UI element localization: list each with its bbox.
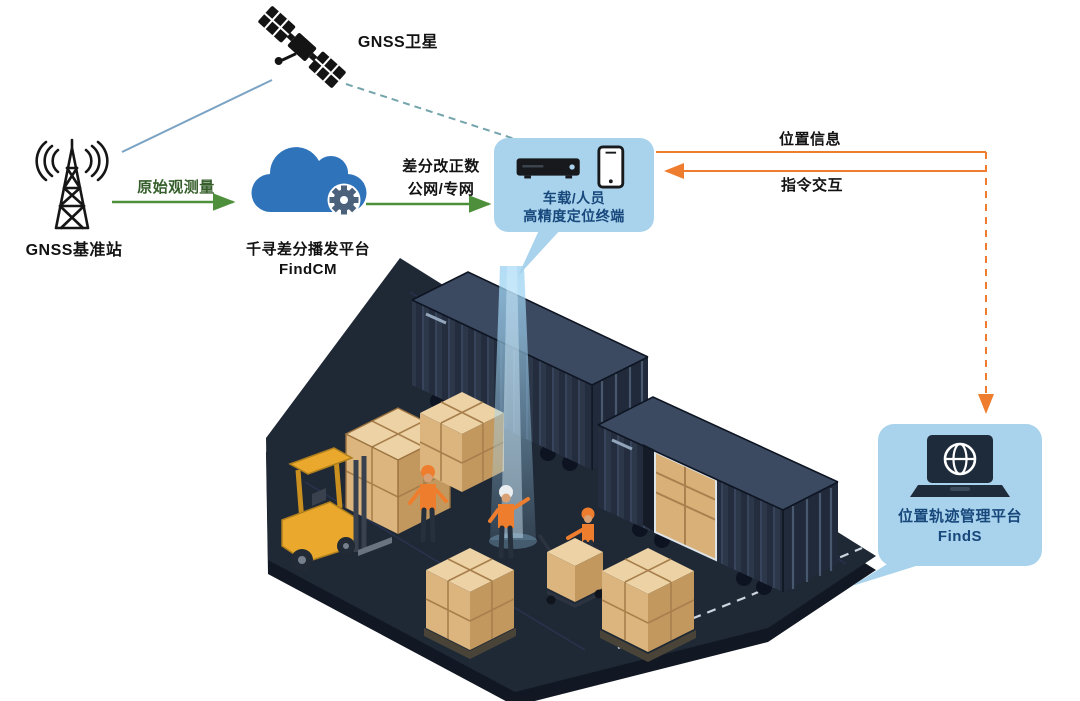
satellite-to-terminal-dashed-link — [345, 83, 519, 141]
correction-label-2: 公网/专网 — [407, 181, 475, 198]
cloud-platform-label: 千寻差分播发平台 FindCM — [228, 240, 388, 281]
command-interaction-label: 指令交互 — [780, 177, 843, 194]
cloud-subtitle: FindCM — [279, 261, 337, 279]
worker-2 — [488, 485, 530, 559]
cloud-title: 千寻差分播发平台 — [245, 241, 370, 258]
gnss-satellite-icon — [250, 0, 354, 99]
terminal-callout-tail — [518, 228, 562, 276]
satellite-to-base-link — [121, 79, 273, 153]
finds-panel: 位置轨迹管理平台 FindS — [878, 424, 1042, 566]
correction-label-1: 差分改正数 — [402, 158, 480, 175]
connectors — [112, 79, 994, 414]
terminal-devices-icon — [516, 145, 625, 189]
base-station-label: GNSS基准站 — [25, 242, 123, 259]
laptop-globe-icon — [910, 435, 1010, 497]
positioning-beam — [489, 266, 537, 549]
pallet-jack — [538, 507, 604, 608]
warehouse-illustration — [266, 228, 916, 701]
terminal-panel: 车载/人员 高精度定位终端 — [494, 138, 654, 232]
position-info-label: 位置信息 — [778, 131, 841, 148]
cloud-platform-icon — [243, 136, 373, 241]
terminal-label-2: 高精度定位终端 — [523, 208, 625, 225]
worker-1 — [408, 465, 448, 543]
shipping-container-b — [597, 396, 839, 595]
forklift — [281, 447, 392, 571]
satellite-label: GNSS卫星 — [357, 34, 439, 51]
pallet-stack-center — [424, 548, 516, 659]
gnss-base-station-icon — [22, 138, 122, 243]
finds-label-1: 位置轨迹管理平台 — [897, 508, 1022, 525]
finds-label-2: FindS — [937, 527, 983, 545]
pallet-stack-right — [600, 548, 696, 662]
floor-lane-dashes — [617, 546, 863, 650]
terminal-label-1: 车载/人员 — [542, 190, 606, 206]
raw-observation-label: 原始观测量 — [137, 179, 215, 196]
open-door-panel — [643, 444, 655, 532]
